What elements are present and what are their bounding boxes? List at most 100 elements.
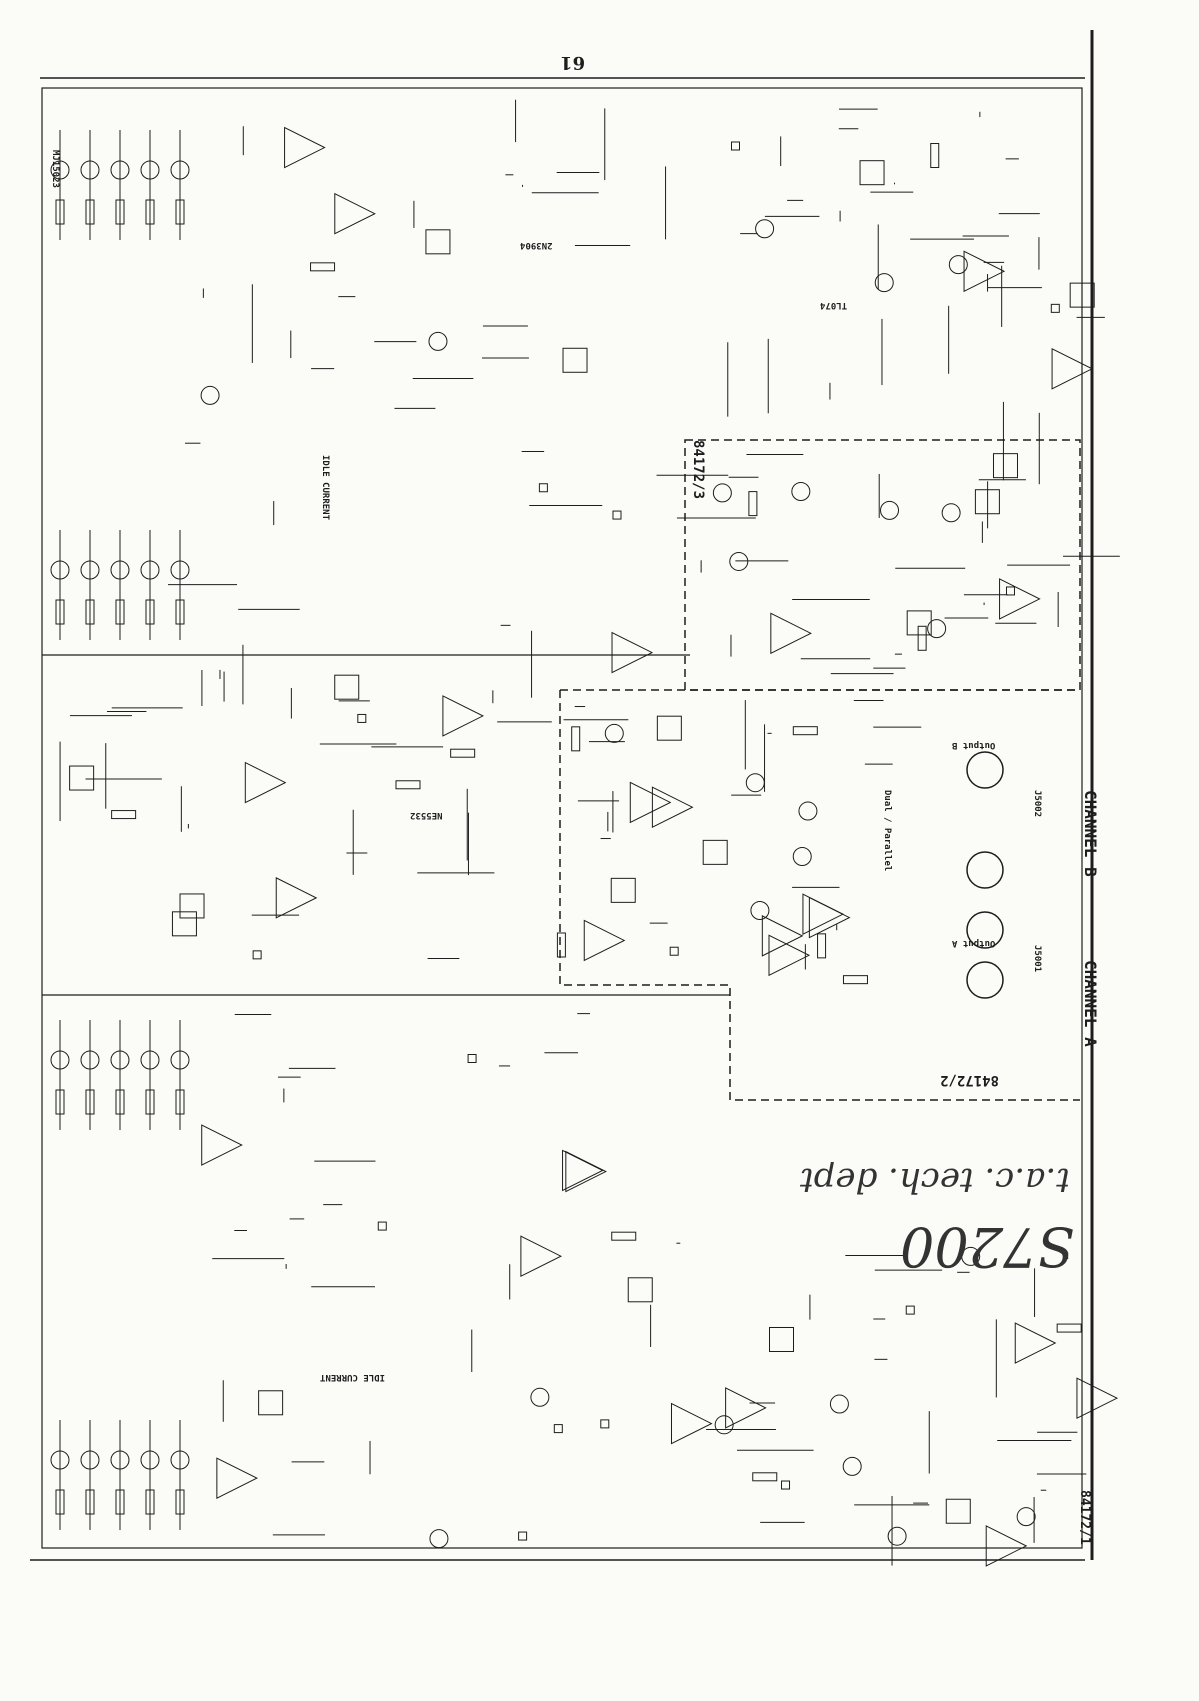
resistor-symbol — [111, 810, 137, 820]
resistor-symbol — [627, 1277, 653, 1303]
transistor-symbol — [1016, 1507, 1036, 1527]
idle-current-label-bottom: IDLE CURRENT — [320, 1372, 386, 1382]
opamp-symbol — [985, 1525, 1028, 1567]
resistor-symbol — [175, 199, 185, 225]
resistor-symbol — [859, 160, 885, 186]
resistor-symbol — [992, 453, 1018, 479]
opamp-label: NE5532 — [410, 810, 443, 820]
transistor-symbol — [50, 1050, 70, 1070]
transistor-symbol — [140, 560, 160, 580]
resistor-symbol — [145, 199, 155, 225]
board-84172-3-label: 84172/3 — [690, 440, 706, 500]
resistor-symbol — [656, 715, 682, 741]
resistor-symbol — [55, 599, 65, 625]
transistor-symbol — [927, 619, 947, 639]
transistor-symbol — [887, 1526, 907, 1546]
transistor-symbol — [140, 1450, 160, 1470]
resistor-symbol — [556, 932, 566, 958]
opamp-symbol — [770, 612, 812, 655]
resistor-symbol — [1005, 586, 1015, 596]
resistor-symbol — [1069, 282, 1095, 308]
opamp-symbol — [520, 1235, 563, 1278]
resistor-symbol — [467, 1053, 477, 1063]
resistor-symbol — [974, 489, 1000, 515]
transistor-symbol — [745, 773, 765, 793]
board-84172-2-label: 84172/2 — [940, 1072, 1000, 1088]
resistor-symbol — [748, 491, 758, 517]
transistor-symbol — [50, 160, 70, 180]
opamp-symbol — [768, 934, 811, 977]
resistor-symbol — [669, 946, 679, 956]
transistor-symbol — [428, 331, 448, 351]
transistor-symbol — [874, 273, 894, 293]
opamp-symbol — [1076, 1377, 1119, 1419]
resistor-symbol — [145, 1089, 155, 1115]
resistor-symbol — [115, 599, 125, 625]
transistor-symbol — [429, 1529, 449, 1549]
transistor-symbol — [50, 560, 70, 580]
transistor-symbol — [110, 560, 130, 580]
resistor-symbol — [611, 1231, 637, 1241]
resistor-symbol — [930, 143, 940, 169]
transistor-symbol — [941, 503, 961, 523]
dual-parallel-label: Dual / Parallel — [882, 790, 892, 872]
resistor-symbol — [906, 610, 932, 636]
resistor-symbol — [145, 1489, 155, 1515]
resistor-symbol — [85, 1489, 95, 1515]
resistor-symbol — [702, 839, 728, 865]
opamp-symbol — [583, 919, 626, 962]
transistor-symbol — [829, 1394, 849, 1414]
transistor-label: MJ15023 — [50, 150, 60, 188]
resistor-symbol — [171, 911, 197, 937]
opamp-symbol — [963, 250, 1006, 293]
opamp-symbol — [808, 896, 851, 939]
transistor-symbol — [80, 160, 100, 180]
resistor-symbol — [562, 347, 588, 373]
opamp-symbol — [651, 786, 694, 829]
transistor-symbol — [792, 846, 812, 866]
resistor-symbol — [752, 1472, 778, 1482]
resistor-symbol — [612, 510, 622, 520]
transistor-symbol — [750, 901, 770, 921]
transistor-symbol — [50, 1450, 70, 1470]
resistor-symbol — [175, 599, 185, 625]
resistor-symbol — [69, 765, 95, 791]
opamp-symbol — [1051, 347, 1094, 390]
transistor-symbol — [140, 1050, 160, 1070]
transistor-symbol — [110, 1050, 130, 1070]
resistor-symbol — [730, 141, 740, 151]
transistor-symbol — [712, 483, 732, 503]
transistor-symbol — [140, 160, 160, 180]
transistor-symbol — [842, 1456, 862, 1476]
output-a-label: Output A — [952, 938, 996, 948]
resistor-symbol — [395, 780, 421, 790]
transistor-symbol — [798, 801, 818, 821]
board-84172-1-label: 84172/1 — [1077, 1490, 1092, 1545]
idle-current-label-top: IDLE CURRENT — [320, 455, 330, 521]
resistor-symbol — [945, 1498, 971, 1524]
jack-a-label: J5001 — [1032, 945, 1042, 973]
transistor-symbol — [110, 1450, 130, 1470]
xlr-connector-symbol — [966, 961, 1004, 999]
opamp-symbol — [629, 781, 672, 824]
transistor-symbol — [961, 1246, 981, 1266]
resistor-symbol — [571, 726, 581, 752]
resistor-symbol — [55, 199, 65, 225]
resistor-symbol — [553, 1424, 563, 1434]
xlr-connector-symbol — [966, 911, 1004, 949]
transistor-symbol — [714, 1415, 734, 1435]
opamp-symbol — [284, 126, 326, 169]
jack-b-label: J5002 — [1032, 790, 1042, 818]
transistor-symbol — [530, 1387, 550, 1407]
resistor-symbol — [115, 1089, 125, 1115]
opamp-symbol — [565, 1150, 607, 1193]
opamp-symbol — [1014, 1322, 1057, 1364]
opamp-symbol — [275, 877, 318, 919]
resistor-symbol — [425, 229, 451, 255]
resistor-symbol — [85, 199, 95, 225]
transistor-symbol — [948, 255, 968, 275]
transistor-symbol — [791, 481, 811, 501]
resistor-symbol — [610, 877, 636, 903]
resistor-symbol — [175, 1089, 185, 1115]
